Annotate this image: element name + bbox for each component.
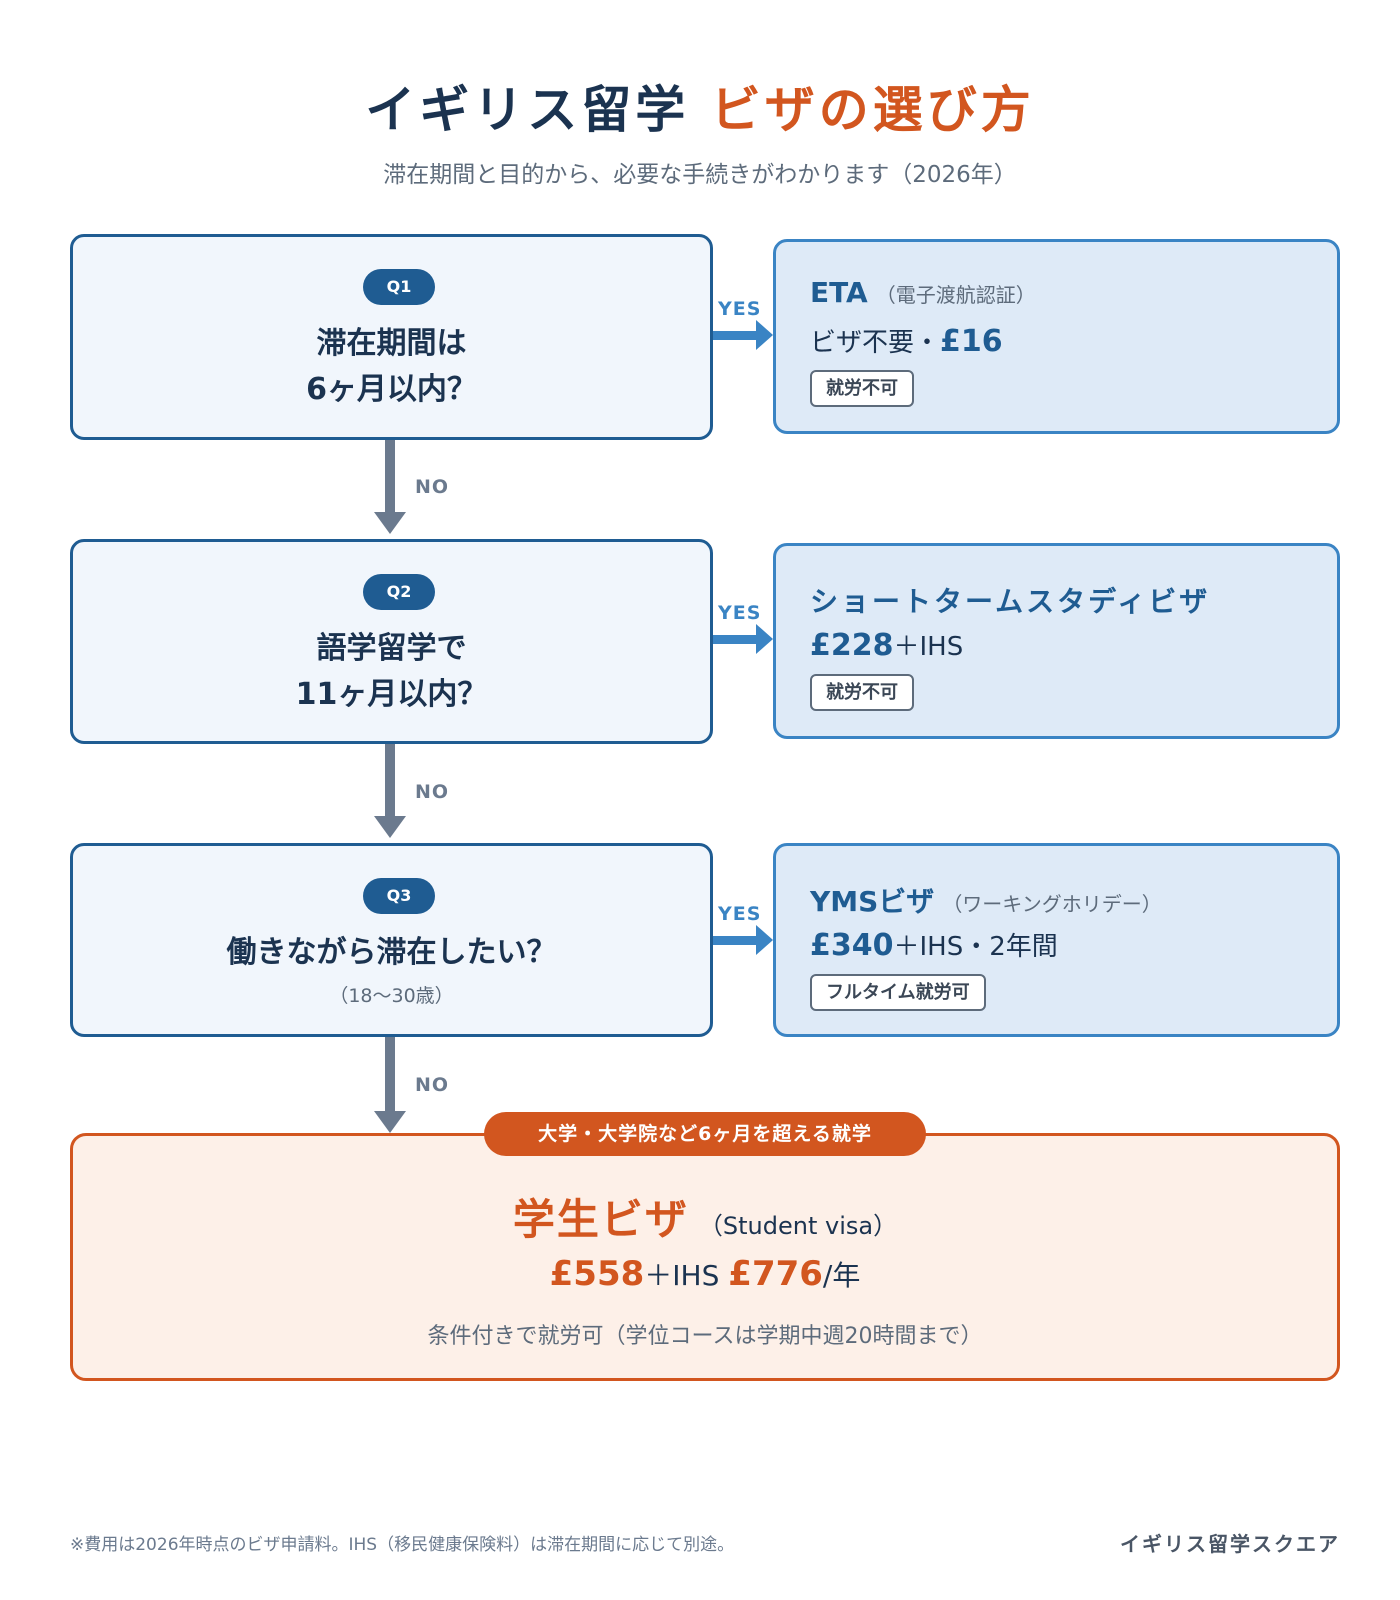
title-accent: ビザの選び方 — [710, 81, 1035, 139]
answer-price-line-yms: £340＋IHS・2年間 — [810, 926, 1058, 963]
answer-name-eta-text: ETA — [810, 276, 868, 309]
final-price-per: /年 — [822, 1259, 861, 1292]
final-price-line: £558＋IHS £776/年 — [73, 1254, 1337, 1294]
page-title: イギリス留学 ビザの選び方 — [0, 70, 1400, 142]
answer-price-line-short-term: £228＋IHS — [810, 626, 963, 663]
footnote: ※費用は2026年時点のビザ申請料。IHS（移民健康保険料）は滞在期間に応じて別… — [70, 1535, 735, 1555]
no-label-3: NO — [415, 1074, 450, 1096]
question-text-2-line2: 11ヶ月以内？ — [295, 677, 488, 712]
question-text-3: 働きながら滞在したい？ — [226, 935, 557, 970]
final-price-mid: ＋IHS — [644, 1259, 729, 1292]
no-arrow-1 — [374, 440, 406, 534]
question-box-3: Q3 働きながら滞在したい？ （18〜30歳） — [70, 843, 713, 1037]
answer-box-short-term: ショートタームスタディビザ £228＋IHS 就労不可 — [773, 543, 1340, 739]
work-tag-yms: フルタイム就労可 — [810, 974, 986, 1011]
final-visa-name-ja: 学生ビザ — [512, 1195, 689, 1244]
yes-arrow-3 — [713, 925, 773, 955]
yes-label-1: YES — [718, 298, 762, 320]
yes-label-3: YES — [718, 903, 762, 925]
no-arrow-2 — [374, 744, 406, 838]
work-tag-eta: 就労不可 — [810, 370, 914, 407]
final-work-condition: 条件付きで就労可（学位コースは学期中週20時間まで） — [427, 1324, 983, 1349]
question-badge-1: Q1 — [363, 269, 435, 305]
question-text-2-line1: 語学留学で — [316, 631, 467, 666]
final-result-box: 学生ビザ （Student visa） £558＋IHS £776/年 条件付きで… — [70, 1133, 1340, 1381]
answer-box-eta: ETA （電子渡航認証） ビザ不要・£16 就労不可 — [773, 239, 1340, 434]
answer-note-yms: （ワーキングホリデー） — [942, 892, 1162, 916]
title-main: イギリス留学 — [365, 81, 690, 139]
answer-name-eta: ETA （電子渡航認証） — [810, 276, 1036, 309]
work-tag-short-term: 就労不可 — [810, 674, 914, 711]
answer-name-short-term: ショートタームスタディビザ — [810, 585, 1211, 618]
no-label-2: NO — [415, 781, 450, 803]
answer-price-yms: £340 — [810, 928, 894, 963]
page-subtitle: 滞在期間と目的から、必要な手続きがわかります（2026年） — [383, 162, 1017, 188]
question-text-1-line2: 6ヶ月以内？ — [306, 372, 477, 407]
answer-price-short-term: £228 — [810, 628, 894, 663]
question-badge-3: Q3 — [363, 878, 435, 914]
answer-note-eta: （電子渡航認証） — [875, 283, 1036, 307]
question-text-1-line1: 滞在期間は — [316, 326, 467, 361]
question-box-2: Q2 語学留学で 11ヶ月以内？ — [70, 539, 713, 744]
final-price-application: £558 — [549, 1254, 645, 1294]
answer-price-line-eta: ビザ不要・£16 — [810, 322, 1003, 359]
no-arrow-3 — [374, 1037, 406, 1133]
question-badge-2: Q2 — [363, 574, 435, 610]
answer-name-yms: YMSビザ （ワーキングホリデー） — [810, 880, 1162, 920]
final-visa-name: 学生ビザ （Student visa） — [73, 1186, 1337, 1247]
answer-prefix-eta: ビザ不要・ — [810, 328, 941, 358]
yes-arrow-1 — [713, 320, 773, 350]
no-label-1: NO — [415, 476, 450, 498]
answer-suffix-short-term: ＋IHS — [893, 632, 964, 662]
final-price-ihs: £776 — [728, 1254, 823, 1294]
answer-price-eta: £16 — [940, 324, 1003, 359]
final-visa-name-en: （Student visa） — [698, 1212, 898, 1240]
brand-name: イギリス留学スクエア — [1120, 1532, 1340, 1556]
answer-box-yms: YMSビザ （ワーキングホリデー） £340＋IHS・2年間 フルタイム就労可 — [773, 843, 1340, 1037]
answer-name-yms-text: YMSビザ — [810, 885, 935, 918]
yes-arrow-2 — [713, 624, 773, 654]
final-category-pill: 大学・大学院など6ヶ月を超える就学 — [484, 1112, 926, 1156]
question-box-1: Q1 滞在期間は 6ヶ月以内？ — [70, 234, 713, 440]
answer-suffix-yms: ＋IHS・2年間 — [893, 932, 1058, 962]
yes-label-2: YES — [718, 602, 762, 624]
question-note-3: （18〜30歳） — [329, 985, 454, 1007]
